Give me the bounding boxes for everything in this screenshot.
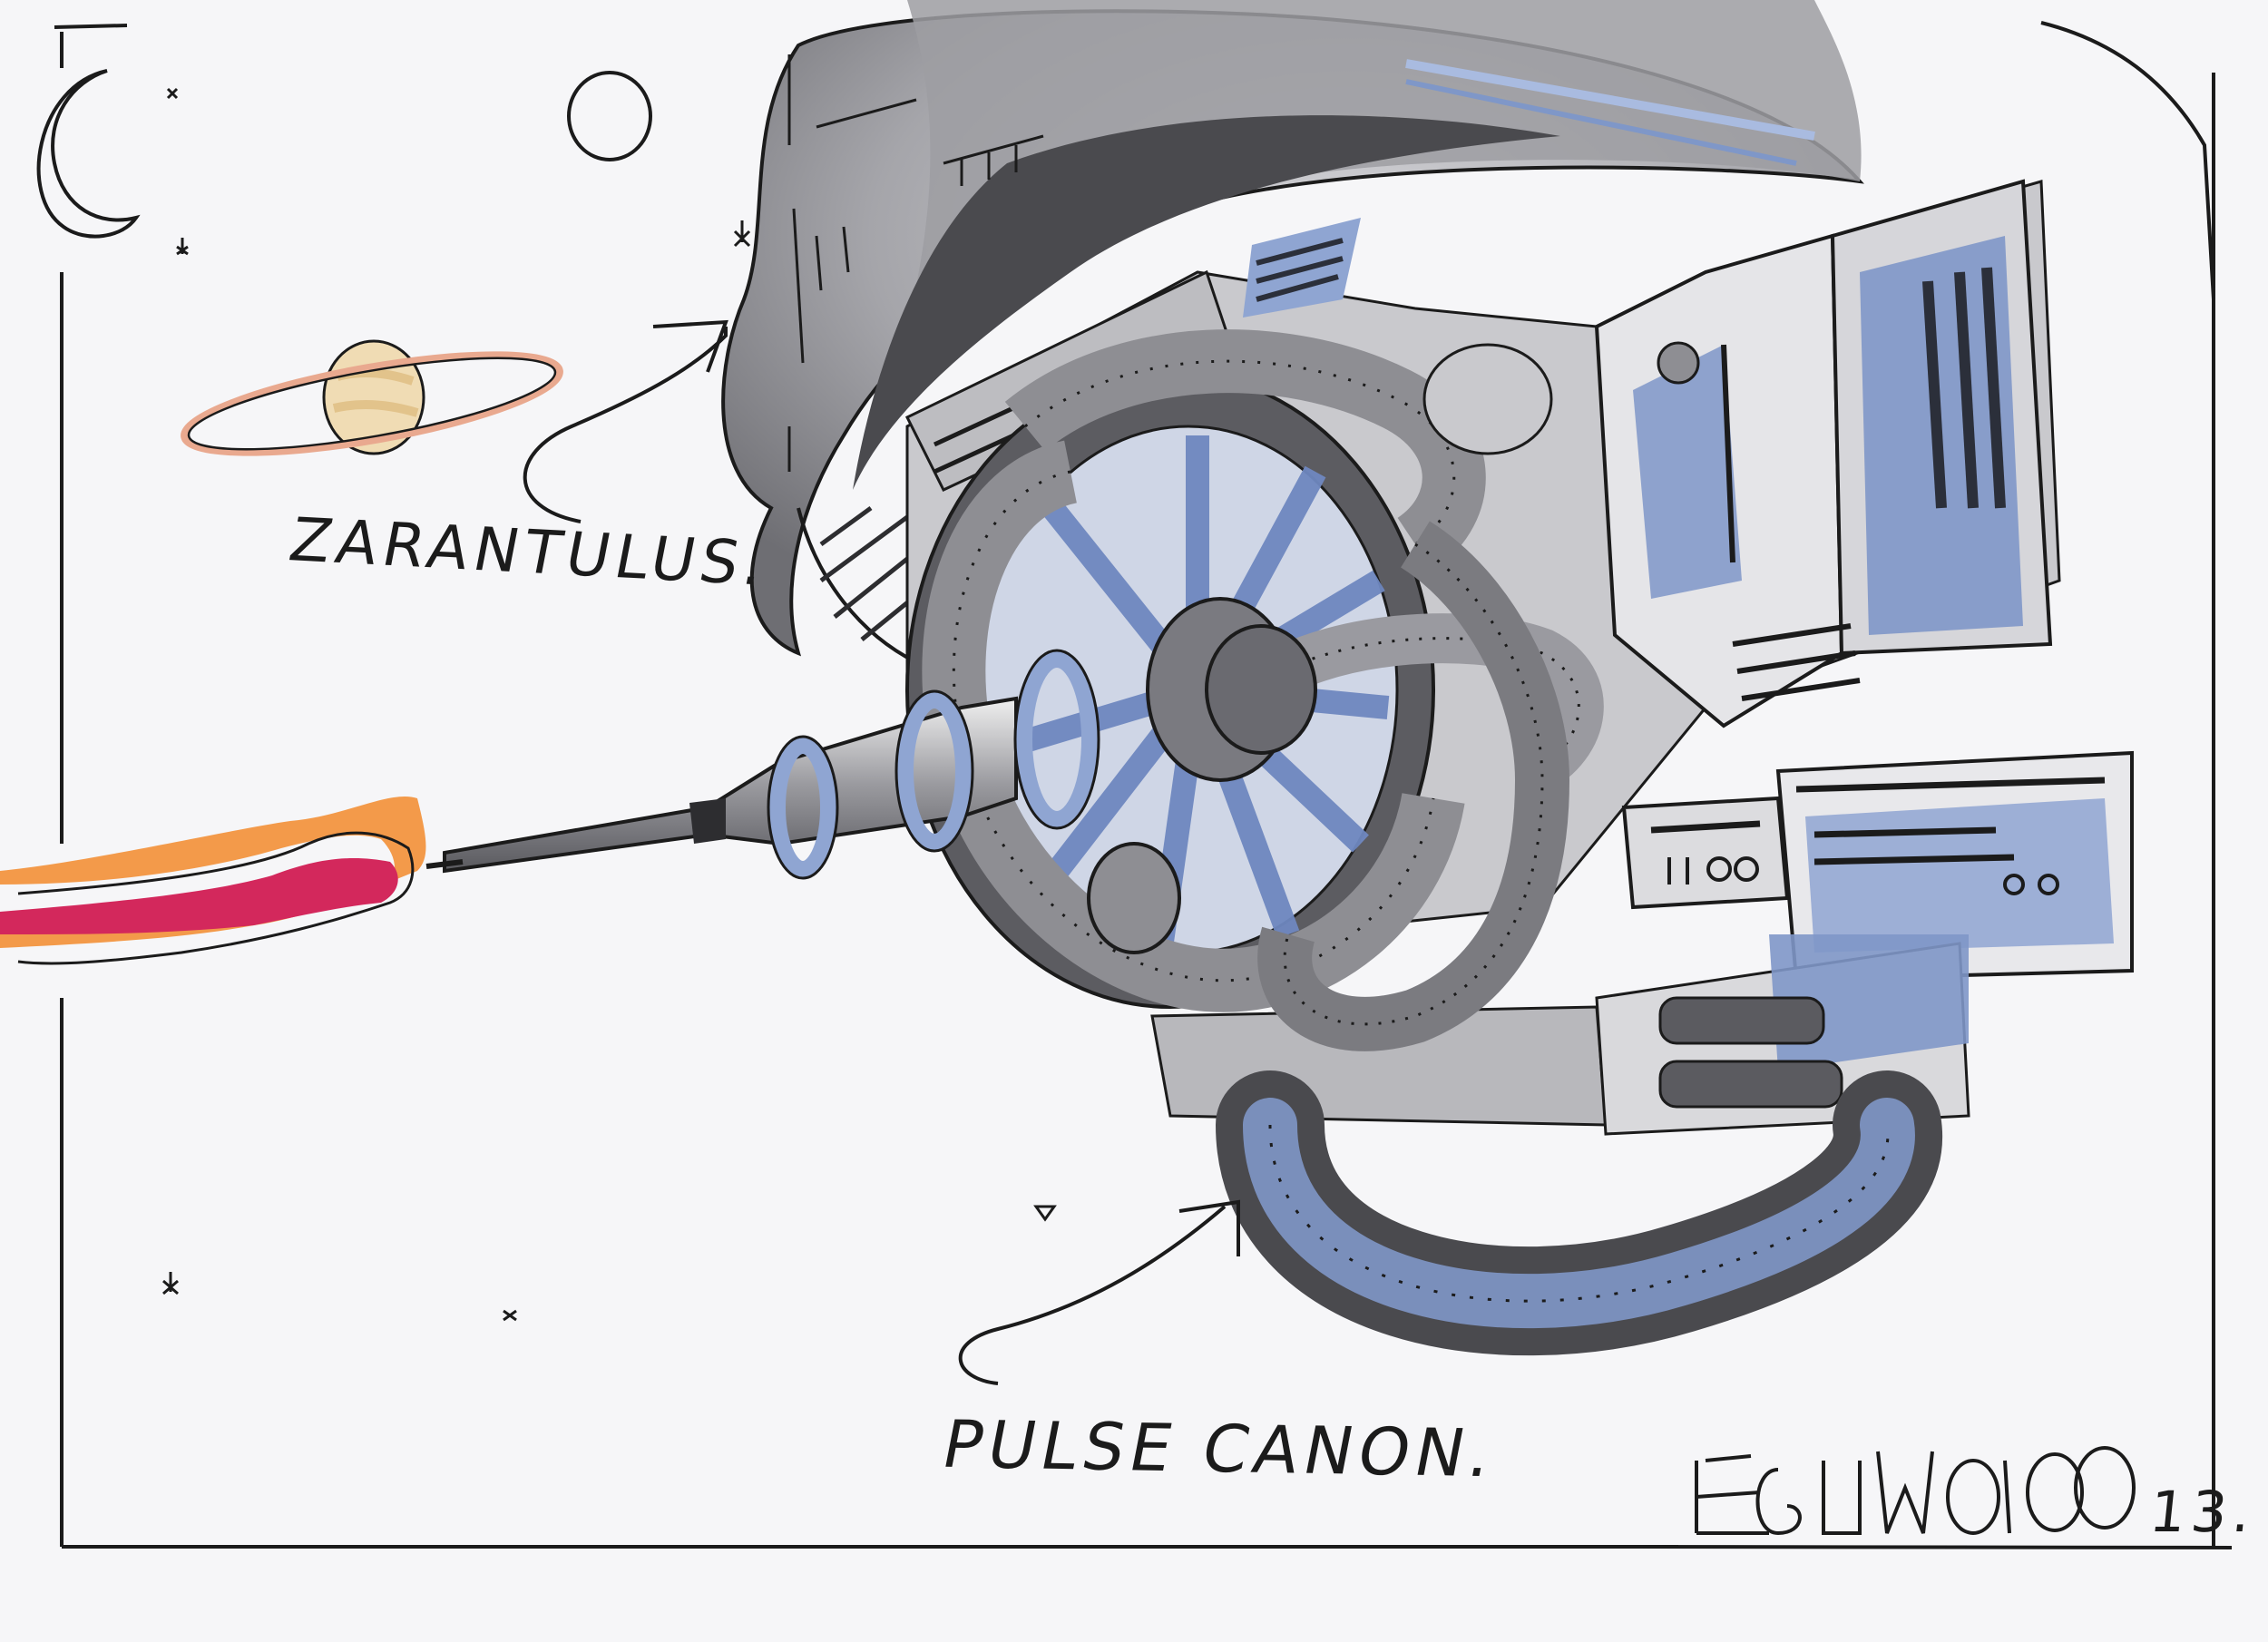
lower-coil-hose (1216, 1070, 1942, 1356)
ringed-planet-icon (181, 339, 563, 456)
coil-rings (922, 329, 1604, 1051)
annotation-arrows (523, 319, 1240, 1385)
signature-year-label: 13. (2146, 1479, 2260, 1545)
artist-signature (1695, 1446, 2136, 1536)
ship-hull (721, 0, 1864, 664)
weapon-name-label: PULSE CANON. (935, 1405, 1504, 1492)
star-icon (162, 87, 1057, 1322)
cannon-barrel (425, 649, 1100, 880)
frame-border (54, 21, 2233, 1549)
crescent-moon-icon (36, 69, 141, 239)
moon-circle-icon (567, 71, 652, 161)
pulse-beam (0, 796, 426, 965)
